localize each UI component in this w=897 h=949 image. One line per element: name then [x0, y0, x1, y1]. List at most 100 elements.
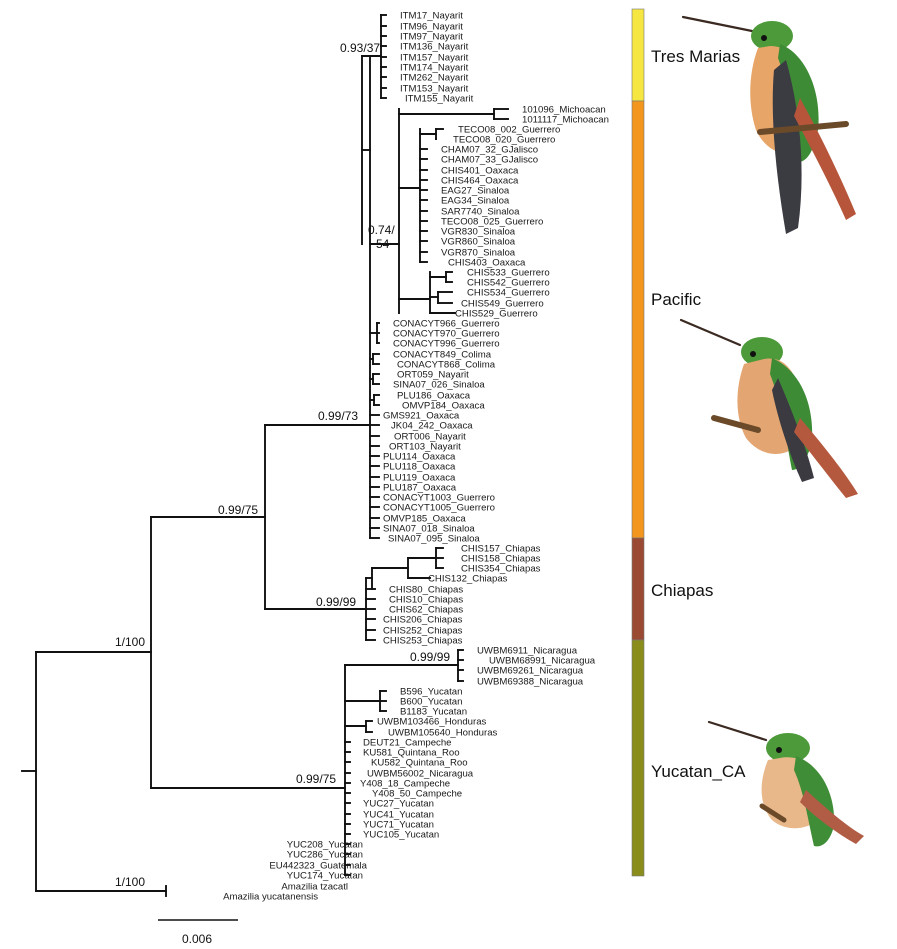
leaf-label: TECO08_025_Guerrero [441, 217, 543, 228]
leaf-label: CHIS401_Oaxaca [441, 166, 519, 177]
leaf-label: CONACYT966_Guerrero [393, 319, 500, 330]
support-label-chiapas: 0.99/99 [316, 595, 356, 609]
support-values: 0.93/37 0.74/ 54 0.99/73 0.99/75 0.99/99… [115, 41, 450, 889]
leaf-label: OMVP184_Oaxaca [402, 401, 485, 412]
leaf-label: KU581_Quintana_Roo [363, 748, 460, 759]
support-label-mexico: 0.99/75 [218, 503, 258, 517]
support-label-pacific-a: 0.74/ [368, 223, 395, 237]
clade-labels: Tres Marias Pacific Chiapas Yucatan_CA [651, 47, 746, 781]
leaf-label: CHIS157_Chiapas [461, 544, 541, 555]
leaf-label: YUC286_Yucatan [287, 850, 363, 861]
leaf-label: JK04_242_Oaxaca [391, 421, 473, 432]
leaf-label: EAG34_Sinaloa [441, 196, 510, 207]
leaf-label: CHIS132_Chiapas [428, 574, 508, 585]
leaf-label: YUC174_Yucatan [287, 871, 363, 882]
leaf-label: UWBM69388_Nicaragua [477, 677, 584, 688]
support-label-yucatan: 0.99/75 [296, 772, 336, 786]
support-label-nicaragua: 0.99/99 [410, 650, 450, 664]
leaf-label: CHIS10_Chiapas [389, 595, 463, 606]
clade-label-pacific: Pacific [651, 290, 702, 309]
leaf-label: B1183_Yucatan [400, 707, 467, 718]
hummingbird-illustration-pacific [679, 318, 858, 498]
leaf-label: CHAM07_33_GJalisco [441, 155, 538, 166]
leaf-label: EAG27_Sinaloa [441, 186, 510, 197]
leaf-label: CHIS533_Guerrero [467, 268, 550, 279]
leaf-label: ITM262_Nayarit [400, 73, 469, 84]
leaf-label: ITM97_Nayarit [400, 32, 463, 43]
leaf-label: KU582_Quintana_Roo [371, 758, 468, 769]
support-label-pacific-b: 54 [376, 237, 390, 251]
clade-label-chiapas: Chiapas [651, 581, 713, 600]
leaf-label: 1011117_Michoacan [522, 115, 609, 126]
leaf-label: VGR870_Sinaloa [441, 248, 516, 259]
leaf-label: CONACYT849_Colima [393, 350, 492, 361]
clade-bar [631, 639, 645, 877]
scale-bar: 0.006 [158, 919, 238, 946]
clade-bar [631, 100, 645, 539]
leaf-label: SINA07_018_Sinaloa [383, 524, 475, 535]
leaf-label: CONACYT868_Colima [397, 360, 496, 371]
leaf-label: PLU118_Oaxaca [383, 462, 456, 473]
clade-label-tres-marias: Tres Marias [651, 47, 740, 66]
leaf-label: TECO08_002_Guerrero [458, 125, 560, 136]
hummingbird-illustration-tres-marias [681, 15, 856, 234]
leaf-label: SAR7740_Sinaloa [441, 207, 520, 218]
leaf-label: TECO08_020_Guerrero [453, 135, 555, 146]
leaf-label: B596_Yucatan [400, 687, 462, 698]
leaf-label: CONACYT1003_Guerrero [383, 493, 495, 504]
leaf-label: PLU186_Oaxaca [397, 391, 471, 402]
leaf-label: PLU187_Oaxaca [383, 483, 457, 494]
leaf-labels: ITM17_NayaritITM96_NayaritITM97_NayaritI… [223, 11, 609, 903]
leaf-label: CHIS542_Guerrero [467, 278, 550, 289]
clade-bar [631, 537, 645, 641]
leaf-label: ITM155_Nayarit [405, 94, 474, 105]
leaf-label: CHIS529_Guerrero [455, 309, 538, 320]
leaf-label: ORT059_Nayarit [397, 370, 469, 381]
leaf-label: CHIS403_Oaxaca [448, 258, 526, 269]
leaf-label: PLU114_Oaxaca [383, 452, 456, 463]
leaf-label: PLU119_Oaxaca [383, 473, 456, 484]
leaf-label: ITM157_Nayarit [400, 53, 469, 64]
leaf-label: ORT006_Nayarit [394, 432, 466, 443]
leaf-label: YUC71_Yucatan [363, 820, 434, 831]
leaf-label: EU442323_Guatemala [269, 861, 367, 872]
clade-bars [631, 8, 645, 877]
leaf-label: CHIS158_Chiapas [461, 554, 541, 565]
leaf-label: SINA07_026_Sinaloa [393, 380, 485, 391]
leaf-label: OMVP185_Oaxaca [383, 514, 466, 525]
leaf-label: B600_Yucatan [400, 697, 462, 708]
leaf-label: CHIS80_Chiapas [389, 585, 463, 596]
leaf-label: ORT103_Nayarit [389, 442, 461, 453]
leaf-label: CHIS252_Chiapas [383, 626, 463, 637]
leaf-label: UWBM105640_Honduras [388, 728, 498, 739]
leaf-label: CHIS549_Guerrero [461, 299, 544, 310]
leaf-label: CHIS62_Chiapas [389, 605, 463, 616]
support-label-tres-marias: 0.93/37 [340, 41, 380, 55]
leaf-label: CHAM07_32_GJalisco [441, 145, 538, 156]
leaf-label: UWBM6911_Nicaragua [477, 646, 578, 657]
leaf-label: GMS921_Oaxaca [383, 411, 460, 422]
leaf-label: YUC27_Yucatan [363, 799, 434, 810]
leaf-label: CONACYT970_Guerrero [393, 329, 500, 340]
leaf-label: Y408_50_Campeche [372, 789, 462, 800]
leaf-label: YUC105_Yucatan [363, 830, 439, 841]
leaf-label: CHIS354_Chiapas [461, 564, 541, 575]
leaf-label: UWBM69261_Nicaragua [477, 666, 584, 677]
leaf-label: YUC208_Yucatan [287, 840, 363, 851]
leaf-label: VGR830_Sinaloa [441, 227, 516, 238]
leaf-label: YUC41_Yucatan [363, 810, 434, 821]
clade-label-yucatan-ca: Yucatan_CA [651, 762, 746, 781]
leaf-label: ITM174_Nayarit [400, 63, 469, 74]
leaf-label: CHIS253_Chiapas [383, 636, 463, 647]
leaf-label: VGR860_Sinaloa [441, 237, 516, 248]
leaf-label: Amazilia yucatanensis [223, 892, 318, 903]
leaf-label: 101096_Michoacan [522, 105, 606, 116]
leaf-label: CHIS534_Guerrero [467, 288, 550, 299]
support-label-ingroup: 1/100 [115, 635, 145, 649]
scale-bar-label: 0.006 [182, 932, 212, 946]
leaf-label: UWBM68991_Nicaragua [489, 656, 596, 667]
leaf-label: UWBM103466_Honduras [377, 717, 487, 728]
support-label-pacific-mex: 0.99/73 [318, 409, 358, 423]
leaf-label: Amazilia tzacatl [281, 882, 348, 893]
